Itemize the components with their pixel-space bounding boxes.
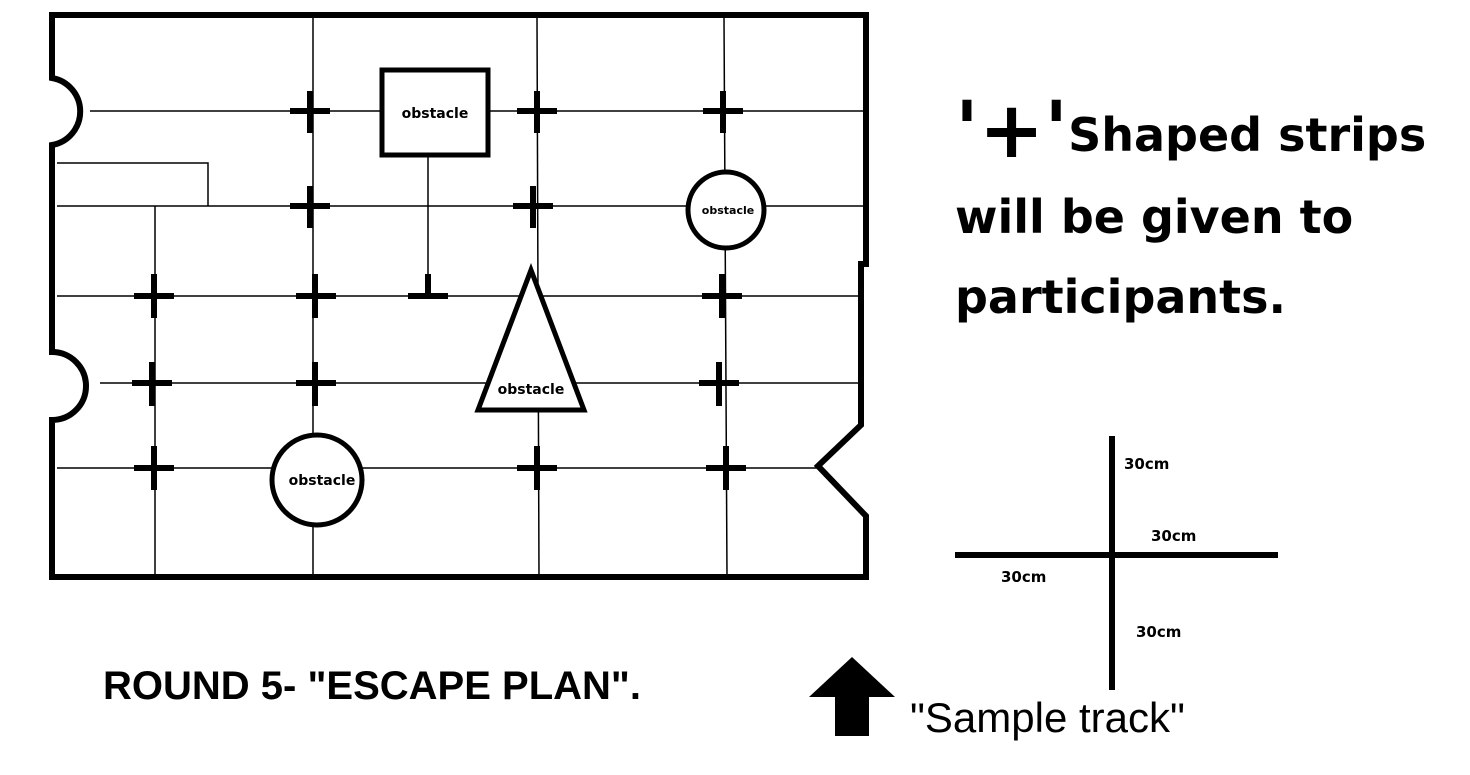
obstacle-label: obstacle	[402, 106, 469, 122]
plus-marker	[134, 274, 174, 318]
plus-marker	[290, 91, 330, 133]
sample-strip-cross: 30cm 30cm 30cm 30cm	[955, 436, 1278, 690]
note-line-1: '+'Shaped strips	[955, 92, 1426, 170]
plus-marker	[296, 274, 336, 318]
plus-marker-partial	[408, 274, 448, 299]
obstacle-circle-top-right: obstacle	[685, 169, 767, 251]
sample-track-caption: "Sample track"	[910, 694, 1185, 741]
note-text-1: Shaped strips	[1068, 108, 1427, 162]
dimension-label-right: 30cm	[1151, 527, 1196, 545]
obstacle-label: obstacle	[289, 473, 356, 489]
plus-marker	[703, 91, 743, 133]
round-title: ROUND 5- "ESCAPE PLAN".	[103, 664, 641, 708]
obstacle-circle-bottom: obstacle	[269, 432, 365, 528]
up-arrow-icon	[809, 657, 895, 736]
plus-marker	[290, 186, 330, 228]
plus-marker	[517, 446, 557, 490]
plus-marker	[517, 91, 557, 133]
plus-marker	[699, 362, 739, 406]
obstacle-square: obstacle	[379, 67, 491, 158]
plus-marker	[132, 362, 172, 406]
dimension-label-bottom: 30cm	[1136, 623, 1181, 641]
obstacle-triangle: obstacle	[474, 262, 588, 413]
start-box-line	[57, 162, 209, 206]
plus-marker	[702, 274, 742, 318]
obstacle-label: obstacle	[498, 382, 565, 398]
note-line-2: will be given to	[955, 190, 1354, 244]
plus-marker	[513, 186, 553, 228]
note-line-3: participants.	[955, 270, 1287, 324]
plus-markers	[132, 91, 746, 490]
plus-quote-symbol: '+'	[955, 86, 1069, 176]
dimension-label-top: 30cm	[1124, 455, 1169, 473]
obstacle-label: obstacle	[702, 204, 754, 217]
dimension-label-left: 30cm	[1001, 568, 1046, 586]
plus-marker	[706, 446, 746, 490]
plus-marker	[296, 362, 336, 406]
plus-marker	[134, 446, 174, 490]
track-border	[49, 12, 869, 580]
